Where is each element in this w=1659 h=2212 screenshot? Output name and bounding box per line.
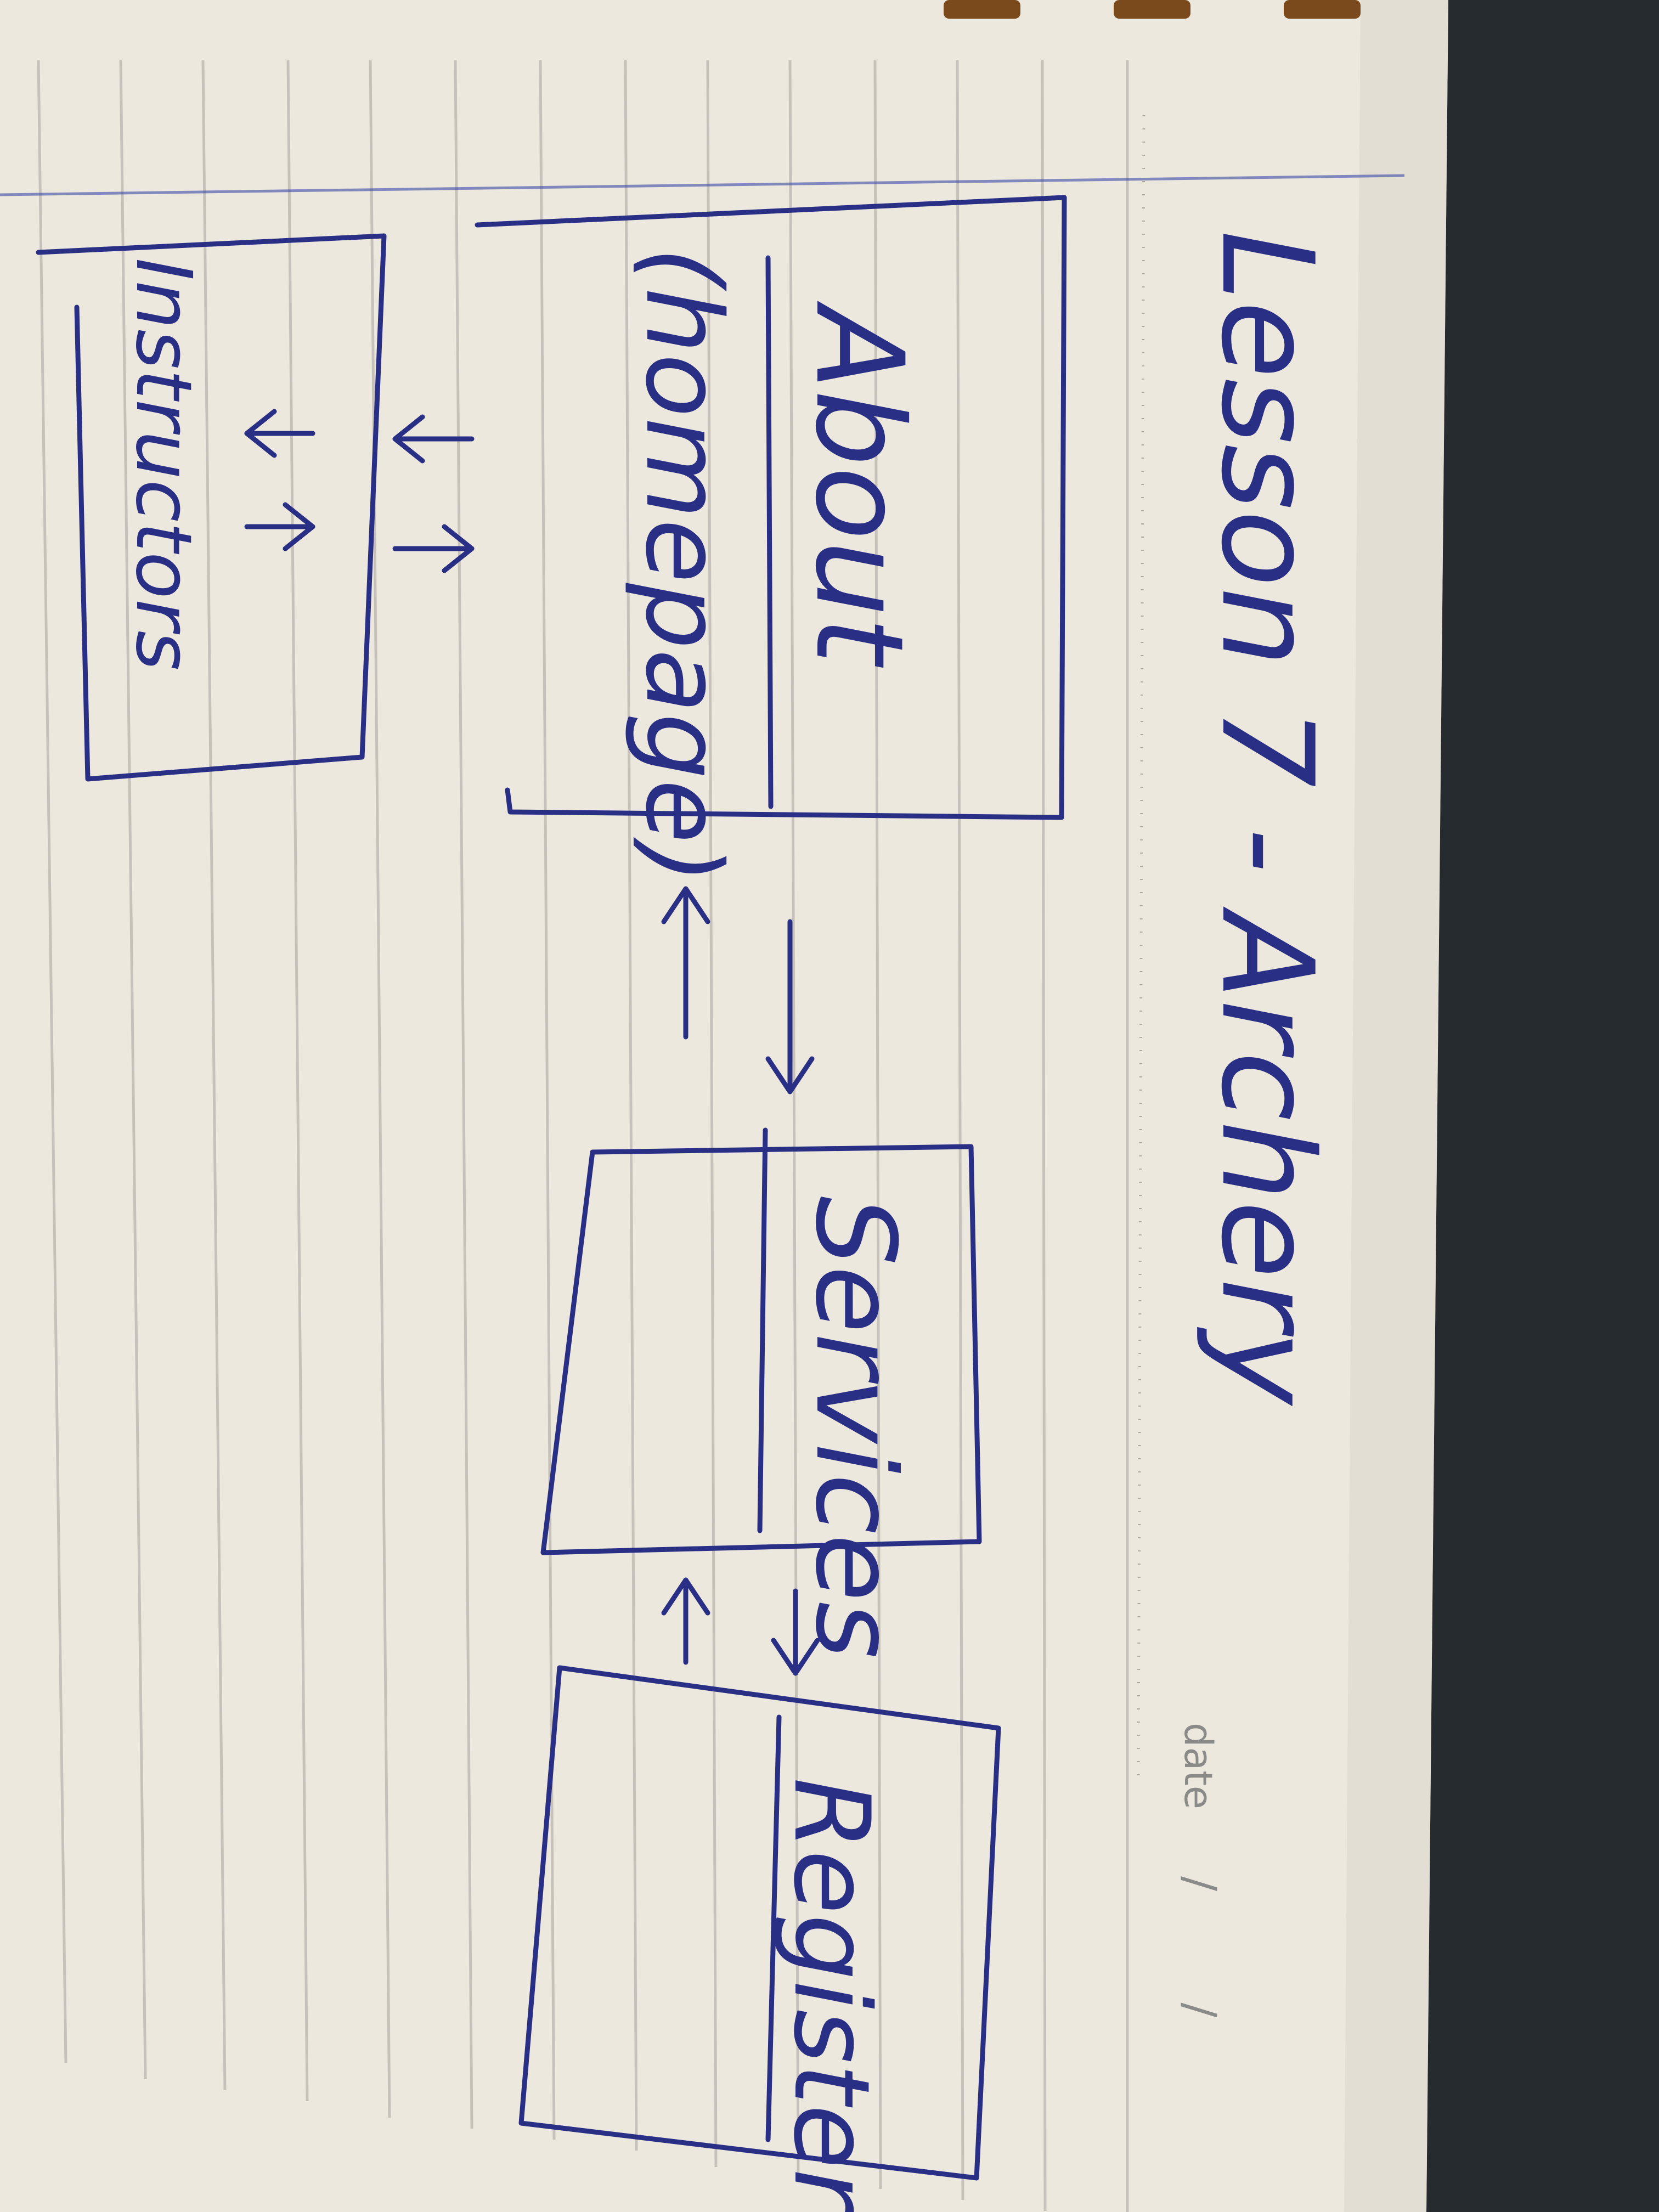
instructors-box [36, 233, 387, 782]
homepage-label: (homepage) [623, 247, 744, 884]
notebook-page [0, 0, 1448, 2212]
register-label: Register [771, 1778, 892, 2212]
services-register-arrows [661, 1577, 820, 1676]
ruled-lines [37, 60, 1146, 2212]
date-label: date [1176, 1723, 1221, 1809]
about-instructors-arrows [244, 409, 475, 573]
services-label: Services [791, 1196, 919, 1658]
instructors-label: Instructors [119, 258, 208, 670]
about-services-arrows [661, 886, 815, 1094]
date-slashes: / / [1175, 1876, 1226, 2017]
register-box [518, 1665, 1001, 2181]
services-box [540, 1127, 982, 1555]
note-title: Lesson 7 - Archery [1193, 230, 1340, 1407]
about-label: About [789, 301, 929, 668]
date-field: date / / [1175, 1723, 1226, 2017]
binder-cover [1404, 0, 1659, 2212]
spiral-binding [944, 0, 1361, 19]
about-box [475, 195, 1067, 820]
page-shadow [1344, 0, 1448, 2212]
margin-line [0, 174, 1405, 196]
